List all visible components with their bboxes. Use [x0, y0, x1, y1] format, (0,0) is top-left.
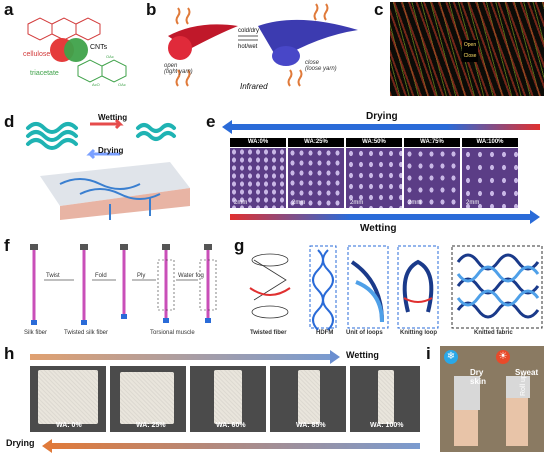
photo-1: WA: 25%	[110, 366, 186, 432]
fabric-image-0: 2mm	[230, 148, 286, 208]
fabric-image-1: 2mm	[288, 148, 344, 208]
panel-d-label: d	[4, 112, 15, 131]
dry-skin-label: Dry skin	[470, 368, 487, 386]
panel-h-label: h	[4, 344, 15, 363]
close-text: Close	[463, 53, 477, 59]
wa-tab-0: WA:0%	[230, 138, 286, 147]
triacetate-label: triacetate	[30, 70, 59, 77]
panel-a-label: a	[4, 0, 14, 19]
cnts-label: CNTs	[90, 44, 108, 51]
infrared-label: Infrared	[240, 82, 268, 91]
svg-text:OAc: OAc	[118, 82, 126, 87]
wa-h-2: WA: 60%	[216, 422, 246, 429]
water-fog-label: Water fog	[178, 273, 204, 279]
wa-h-1: WA: 25%	[136, 422, 166, 429]
knitting-loop-label: Knitting loop	[400, 330, 437, 336]
knitted-fabric-label: Knitted fabric	[474, 330, 513, 336]
fabric-image-2: 2mm	[346, 148, 402, 208]
sample-4	[378, 370, 394, 424]
wetting-arrow-bar	[230, 214, 530, 220]
hdfm-label: HDFM	[316, 330, 334, 336]
panel-d-diagram	[26, 118, 190, 220]
sun-icon: ☀	[496, 350, 510, 364]
panel-b-diagram	[168, 3, 358, 87]
photo-2: WA: 60%	[190, 366, 266, 432]
photo-4: WA: 100%	[350, 366, 420, 432]
cold-dry-label: cold/dry	[238, 28, 260, 34]
panel-g-label: g	[234, 236, 245, 255]
twist-label: Twist	[46, 273, 60, 279]
wa-h-3: WA: 85%	[296, 422, 326, 429]
sweat-label: Sweat	[515, 368, 539, 377]
drying-label-h: Drying	[6, 438, 35, 448]
drying-arrow-head-h	[42, 439, 52, 453]
drying-arrow-bar-h	[50, 443, 420, 449]
unit-of-loops-label: Unit of loops	[346, 330, 383, 336]
wa-tab-2: WA:50%	[346, 138, 402, 147]
open-close-badge: Open Close	[462, 40, 478, 62]
wetting-arrow-head-h	[330, 350, 340, 364]
photo-3: WA: 85%	[270, 366, 346, 432]
roll-up-label: Roll up	[520, 374, 527, 396]
snowflake-icon: ❄	[444, 350, 458, 364]
panel-f-label: f	[4, 236, 10, 255]
wa-h-4: WA: 100%	[370, 422, 404, 429]
panel-c-label: c	[374, 0, 384, 19]
arm-right	[506, 398, 528, 446]
wa-h-0: WA: 0%	[56, 422, 82, 429]
scale-3: 2mm	[408, 200, 422, 206]
wetting-arrow-head	[530, 210, 540, 224]
drying-arrow-bar	[230, 124, 540, 130]
fabric-image-4: 2mm	[462, 148, 518, 208]
scale-0: 2mm	[234, 200, 248, 206]
fold-label: Fold	[95, 273, 107, 279]
twisted-silk-label: Twisted silk fiber	[64, 330, 109, 336]
wa-tab-1: WA:25%	[288, 138, 344, 147]
sample-2	[214, 370, 242, 424]
panel-b-label: b	[146, 0, 157, 19]
drying-arrow-head	[222, 120, 232, 134]
panel-e-label: e	[206, 112, 216, 131]
open-text: Open	[463, 42, 477, 48]
svg-text:AcO: AcO	[92, 82, 100, 87]
drying-label-e: Drying	[366, 111, 398, 122]
arm-left	[454, 410, 478, 446]
scale-1: 2mm	[292, 200, 306, 206]
silk-fiber-label: Silk fiber	[24, 330, 48, 336]
sample-3	[298, 370, 320, 424]
cellulose-label: cellulose	[23, 51, 51, 58]
wetting-arrow-bar-h	[30, 354, 330, 360]
photo-0: WA: 0%	[30, 366, 106, 432]
panel-f-diagram	[30, 244, 217, 325]
hot-wet-label: hot/wet	[238, 44, 258, 50]
wa-tab-4: WA:100%	[462, 138, 518, 147]
panel-g-diagram	[249, 245, 543, 331]
panel-i-label: i	[426, 344, 431, 363]
twisted-fiber-label: Twisted fiber	[250, 330, 287, 336]
arm-photo: ❄ ☀	[440, 346, 544, 452]
scale-4: 2mm	[466, 200, 480, 206]
wetting-label-d: Wetting	[98, 113, 128, 122]
sleeve-right	[506, 376, 530, 398]
wetting-label-e: Wetting	[360, 223, 397, 234]
sleeve-left	[454, 376, 480, 410]
scale-2: 2mm	[350, 200, 364, 206]
wetting-label-h: Wetting	[346, 350, 379, 360]
wa-tab-3: WA:75%	[404, 138, 460, 147]
drying-label-d: Drying	[98, 146, 124, 155]
ply-label: Ply	[137, 273, 146, 279]
close-loose-label: close (loose yarn)	[305, 60, 337, 72]
open-tight-label: open (tight yarn)	[164, 63, 193, 75]
torsional-label: Torsional muscle	[150, 330, 195, 336]
sample-0	[38, 370, 98, 424]
fabric-image-3: 2mm	[404, 148, 460, 208]
sample-1	[120, 372, 174, 424]
svg-text:OAc: OAc	[106, 54, 114, 59]
